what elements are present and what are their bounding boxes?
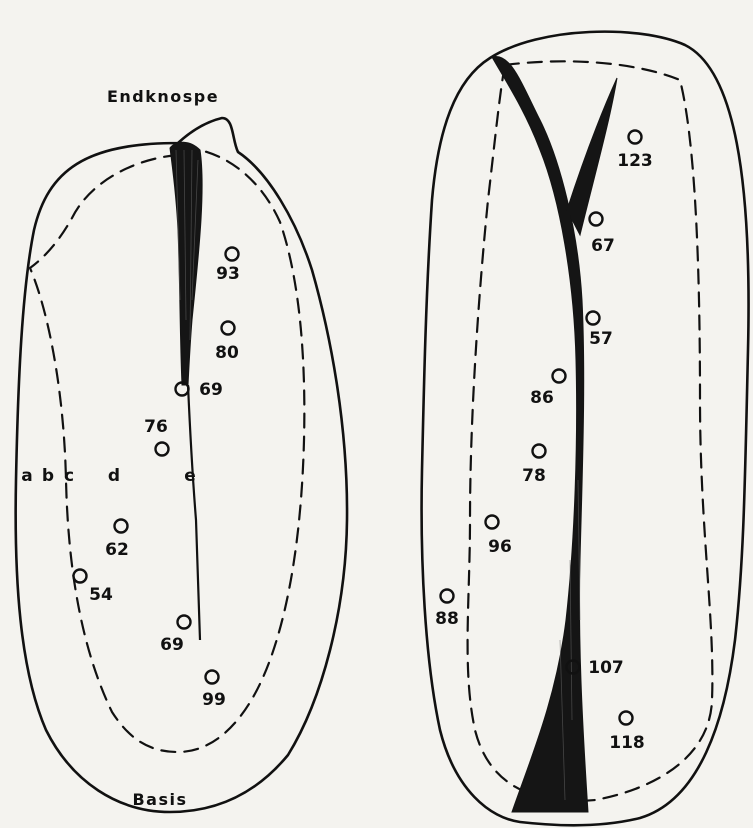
left-leaf-midrib-line	[188, 385, 200, 640]
right-leaf-outline	[422, 32, 749, 826]
measurement-value: 80	[215, 343, 239, 363]
zone-letter-c: c	[64, 466, 74, 486]
measurement-value: 88	[435, 609, 459, 629]
measurement-marker	[74, 570, 87, 583]
right-measurement-96: 96	[486, 516, 512, 558]
measurement-marker	[206, 671, 219, 684]
left-measurement-69-upper: 69	[176, 380, 223, 400]
right-leaf-branch-vein	[567, 78, 617, 235]
measurement-value: 86	[530, 388, 554, 408]
measurement-value: 118	[609, 733, 645, 753]
measurement-marker	[115, 520, 128, 533]
measurement-value: 69	[160, 635, 184, 655]
zone-letter-b: b	[42, 466, 54, 486]
right-measurement-123: 123	[617, 131, 653, 172]
left-measurement-69-lower: 69	[160, 616, 190, 656]
measurement-value: 54	[89, 585, 113, 605]
right-measurement-57: 57	[587, 312, 613, 350]
measurement-value: 69	[199, 380, 223, 400]
top-label: Endknospe	[107, 87, 219, 106]
measurement-value: 123	[617, 151, 653, 171]
measurement-value: 99	[202, 690, 226, 710]
measurement-value: 57	[589, 329, 613, 349]
measurement-marker	[486, 516, 499, 529]
right-measurement-86: 86	[530, 370, 565, 409]
left-measurement-99: 99	[202, 671, 226, 711]
right-measurement-118: 118	[609, 712, 645, 754]
measurement-marker	[587, 312, 600, 325]
zone-letter-a: a	[21, 466, 32, 486]
right-leaf	[422, 32, 749, 826]
measurement-marker	[629, 131, 642, 144]
measurement-marker	[533, 445, 546, 458]
left-measurement-62: 62	[105, 520, 129, 561]
measurement-marker	[590, 213, 603, 226]
right-leaf-main-vein	[492, 56, 588, 812]
measurement-value: 107	[588, 658, 624, 678]
bottom-label: Basis	[132, 790, 187, 809]
measurement-value: 93	[216, 264, 240, 284]
measurement-marker	[156, 443, 169, 456]
left-leaf	[16, 118, 347, 812]
left-measurement-93: 93	[216, 248, 240, 285]
measurement-value: 67	[591, 236, 615, 256]
right-measurement-88: 88	[435, 590, 459, 630]
measurement-marker	[441, 590, 454, 603]
zone-letter-e: e	[184, 466, 196, 486]
measurement-value: 78	[522, 466, 546, 486]
left-measurement-80: 80	[215, 322, 239, 364]
measurement-marker	[226, 248, 239, 261]
zone-letter-d: d	[108, 466, 120, 486]
measurement-marker	[178, 616, 191, 629]
right-measurement-78: 78	[522, 445, 546, 487]
right-measurement-67: 67	[590, 213, 615, 257]
left-measurement-76: 76	[144, 417, 168, 456]
left-measurement-54: 54	[74, 570, 113, 606]
measurement-marker	[222, 322, 235, 335]
measurement-marker	[620, 712, 633, 725]
measurement-value: 62	[105, 540, 129, 560]
measurement-marker	[553, 370, 566, 383]
measurement-value: 96	[488, 537, 512, 557]
measurement-value: 76	[144, 417, 168, 437]
